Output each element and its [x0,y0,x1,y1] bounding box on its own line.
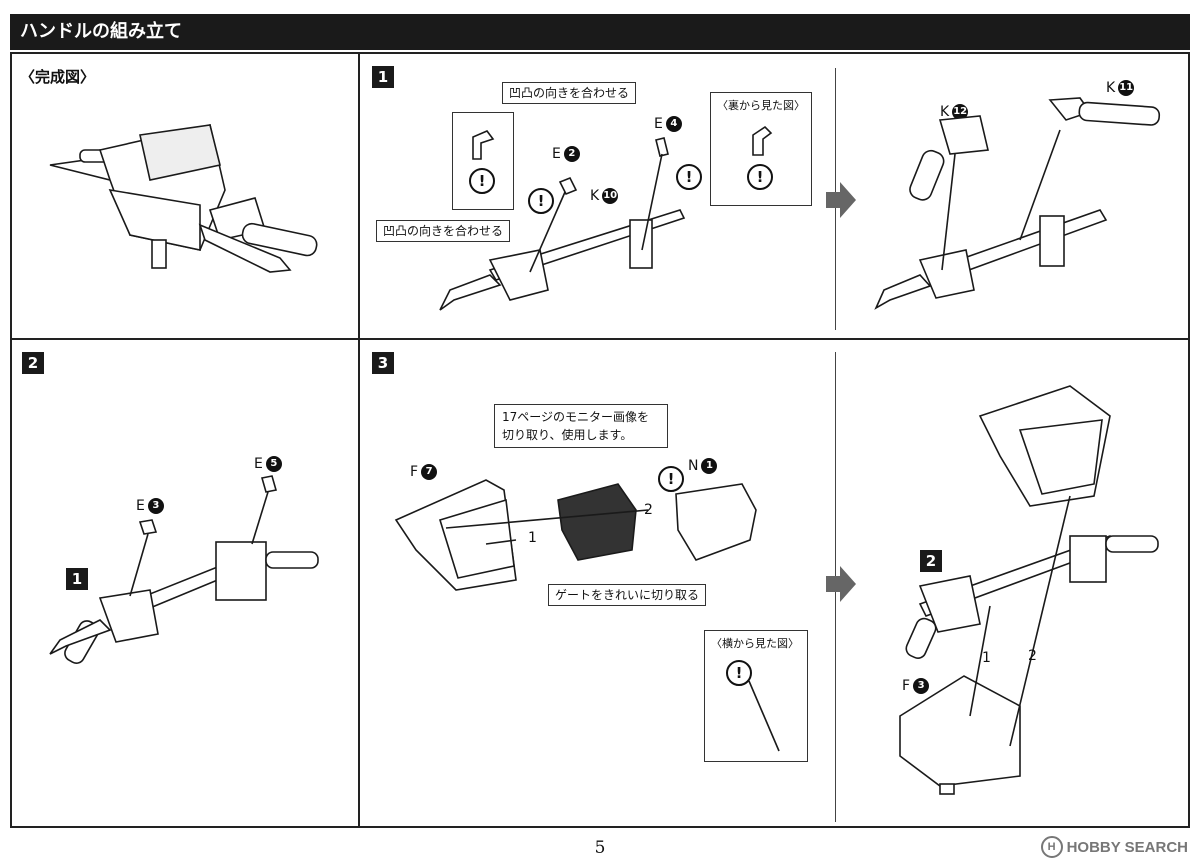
watermark: H HOBBY SEARCH [1040,836,1188,858]
step-3-badge: 3 [372,352,394,374]
final-assembly-illustration [899,385,1159,795]
order-marker-2: 2 [644,502,653,518]
warning-icon: ! [747,164,773,190]
part-e4-back-icon [752,125,773,156]
complete-view-title: 〈完成図〉 [20,68,96,86]
handlebar-step2-illustration [49,475,319,664]
page-number: 5 [594,838,606,858]
column-divider [358,52,360,828]
gate-cut-note: ゲートをきれいに切り取る [548,584,707,606]
part-e2-detail-icon [472,130,495,160]
warning-icon: ! [469,168,495,194]
warning-icon: ! [658,466,684,492]
step-2-badge: 2 [22,352,44,374]
next-arrow-icon [826,566,856,602]
align-callout-top: 凹凸の向きを合わせる [502,82,637,104]
instruction-frame [10,52,1190,828]
completed-handle-illustration [49,124,318,273]
section-title: ハンドルの組み立て [20,21,182,42]
handlebar-grips-illustration [874,97,1161,310]
row-divider [10,338,1190,340]
order-marker-1-final: 1 [982,650,991,666]
align-callout-left: 凹凸の向きを合わせる [376,220,511,242]
step-2-ref-badge: 2 [920,550,942,572]
handlebar-step1-illustration [439,137,686,311]
monitor-assembly-illustration [394,479,757,591]
order-marker-1: 1 [528,530,537,546]
hobby-search-logo-icon: H [1040,836,1063,858]
side-view-box: 〈横から見た図〉 [704,630,808,762]
warning-icon: ! [676,164,702,190]
step-1-badge: 1 [372,66,394,88]
next-arrow-icon [826,182,856,218]
back-view-label: 〈裏から見た図〉 [717,99,805,112]
monitor-image-note: 17ページのモニター画像を切り取り、使用します。 [494,404,668,448]
order-marker-2-final: 2 [1028,648,1037,664]
side-view-label: 〈横から見た図〉 [711,637,799,650]
watermark-text: HOBBY SEARCH [1066,838,1188,856]
monitor-side-profile [748,680,780,752]
section-header: ハンドルの組み立て [10,14,1190,50]
warning-icon: ! [528,188,554,214]
step-1-ref-badge: 1 [66,568,88,590]
warning-icon: ! [726,660,752,686]
